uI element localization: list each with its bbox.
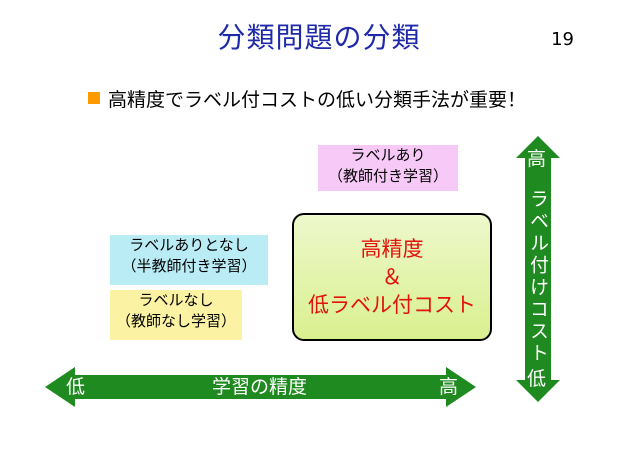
horizontal-double-arrow bbox=[45, 367, 476, 407]
semi-supervised-label: ラベルありとなし bbox=[129, 236, 249, 254]
cost-low-label: 低 bbox=[527, 368, 547, 390]
unsupervised-box: ラベルなし （教師なし学習） bbox=[110, 290, 242, 340]
cost-axis-label: ラベル付けコスト bbox=[527, 189, 549, 365]
page-number: 19 bbox=[551, 29, 574, 50]
supervised-box: ラベルあり （教師付き学習） bbox=[318, 145, 458, 191]
goal-box: 高精度 ＆ 低ラベル付コスト bbox=[292, 213, 492, 341]
semi-supervised-box: ラベルありとなし （半教師付き学習） bbox=[110, 235, 268, 285]
semi-supervised-sublabel: （半教師付き学習） bbox=[121, 257, 257, 275]
goal-line-cost: 低ラベル付コスト bbox=[308, 293, 476, 317]
supervised-label: ラベルあり bbox=[350, 146, 426, 164]
bullet-square-icon bbox=[88, 92, 100, 104]
accuracy-low-label: 低 bbox=[66, 376, 86, 398]
unsupervised-sublabel: （教師なし学習） bbox=[115, 312, 236, 330]
bullet-text: 高精度でラベル付コストの低い分類手法が重要！ bbox=[108, 89, 527, 111]
goal-line-accuracy: 高精度 bbox=[360, 237, 424, 261]
unsupervised-label: ラベルなし bbox=[138, 291, 214, 309]
goal-line-ampersand: ＆ bbox=[381, 265, 403, 289]
accuracy-axis-label: 学習の精度 bbox=[212, 376, 308, 398]
supervised-sublabel: （教師付き学習） bbox=[327, 167, 448, 185]
cost-high-label: 高 bbox=[527, 148, 547, 170]
vertical-double-arrow bbox=[516, 136, 560, 402]
accuracy-high-label: 高 bbox=[439, 376, 459, 398]
slide-title: 分類問題の分類 bbox=[217, 21, 421, 54]
